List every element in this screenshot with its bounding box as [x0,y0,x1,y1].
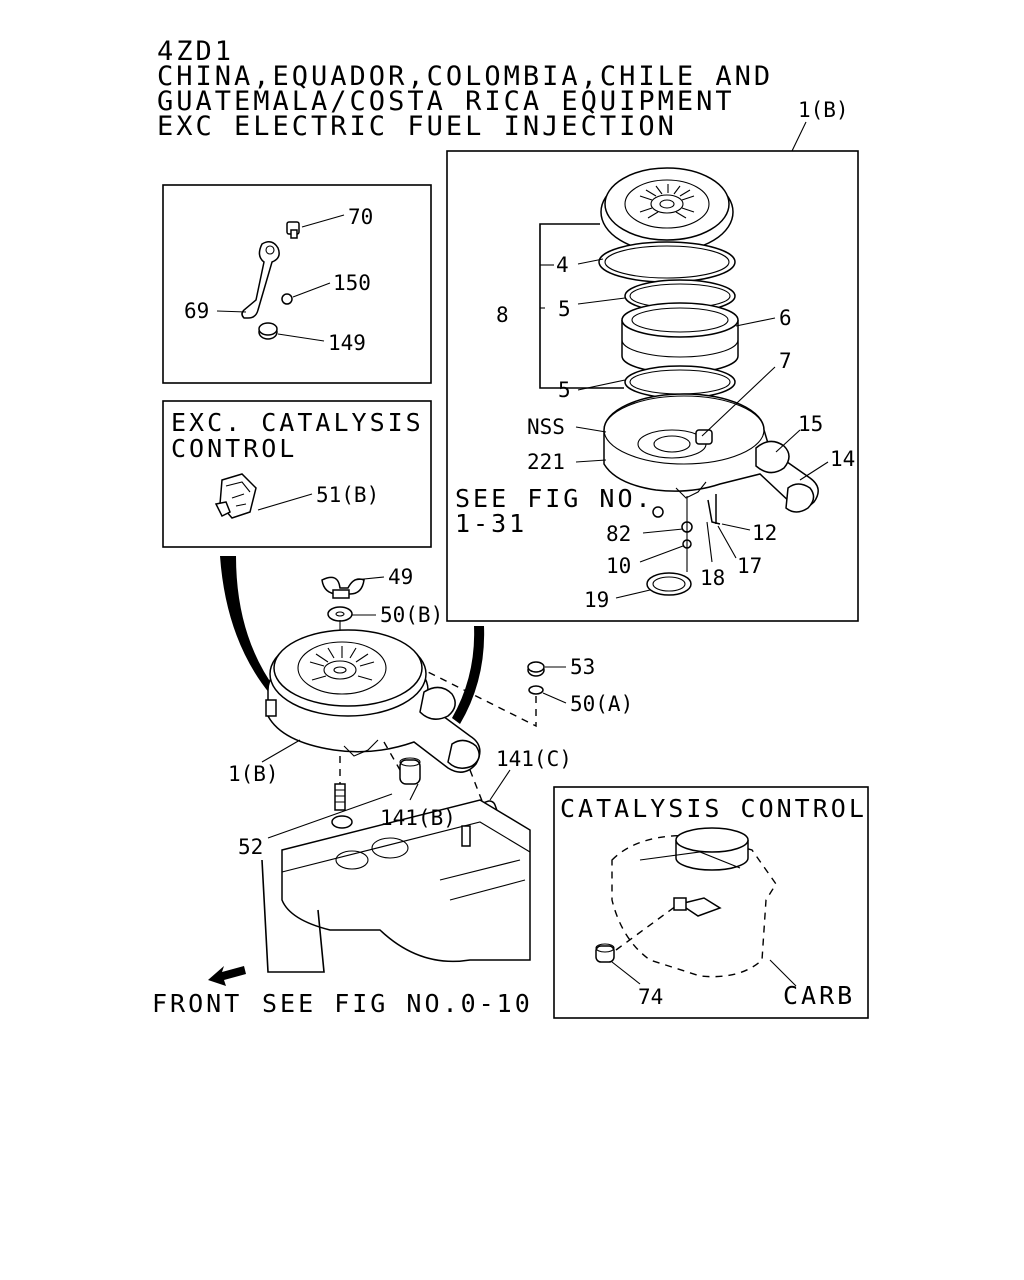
catalysis-control-frame [553,786,869,1019]
catalysis-control-title: CATALYSIS CONTROL [560,794,867,823]
callout-49: 49 [388,565,413,589]
air-cleaner-body [603,393,819,513]
callout-12: 12 [752,521,777,545]
main-assembly-view: 49 50(B) 53 50(A) 1(B) 141(C) 141(B) 52 … [152,556,633,1018]
front-arrow-icon [208,966,246,986]
see-fig-1-31-line2: 1-31 [455,509,527,538]
plug-74 [595,943,615,963]
nut-149 [258,322,278,340]
header-model: 4ZD1 [157,36,234,67]
callout-82: 82 [606,522,631,546]
dashed-locator-53 [427,671,537,728]
callout-10: 10 [606,554,631,578]
bracket-detail-box: 70 150 69 149 [162,184,432,384]
callout-17: 17 [737,554,762,578]
bracket-69 [241,241,280,319]
callout-53: 53 [570,655,595,679]
header-exclusion: EXC ELECTRIC FUEL INJECTION [157,111,677,142]
pointer-from-exc-box [220,556,276,694]
callout-70: 70 [348,205,373,229]
washer-50b [327,606,353,622]
see-fig-0-10-label: SEE FIG NO.0-10 [262,989,533,1018]
gasket-4 [598,241,736,283]
pointer-from-exploded-box [452,626,485,724]
callout-14: 14 [830,447,855,471]
callout-50b: 50(B) [380,603,443,627]
clip-17 [707,499,721,525]
callout-6: 6 [779,306,792,330]
engine-valve-cover [281,799,531,963]
callout-221: 221 [527,450,565,474]
air-cleaner-frame [446,150,859,622]
see-fig-1-31-line1: SEE FIG NO. [455,484,654,513]
wing-nut-49 [321,576,365,599]
callout-15: 15 [798,412,823,436]
callout-5-lower: 5 [558,378,571,402]
callout-149: 149 [328,331,366,355]
callout-carb: CARB [783,981,855,1010]
air-cleaner-exploded-box: 1(B) [446,98,859,622]
callout-69: 69 [184,299,209,323]
air-cleaner-cover [600,167,734,253]
air-cleaner-assembly [265,629,481,773]
callout-5-upper: 5 [558,297,571,321]
front-label: FRONT [152,989,242,1018]
washer-50a [528,685,544,695]
callout-18: 18 [700,566,725,590]
hose-141b [399,757,421,785]
callout-nss: NSS [527,415,565,439]
callout-141b: 141(B) [380,806,456,830]
header-countries-1: CHINA,EQUADOR,COLOMBIA,CHILE AND [157,61,773,92]
callout-4: 4 [556,253,569,277]
callout-8: 8 [496,303,509,327]
catalysis-control-box: CATALYSIS CONTROL 74 CARB [553,786,869,1019]
seal-ring-5-lower [624,365,736,399]
exc-catalysis-box: EXC. CATALYSIS CONTROL 51(B) [162,400,432,548]
stud-52 [334,783,346,811]
clip-51b [214,473,257,519]
callout-19: 19 [584,588,609,612]
callout-7: 7 [779,349,792,373]
bolt-70 [286,221,300,239]
exc-catalysis-title-1: EXC. CATALYSIS [171,408,424,437]
callout-74: 74 [638,985,663,1009]
exc-catalysis-title-2: CONTROL [171,434,297,463]
callout-1b: 1(B) [228,762,279,786]
carburetor [611,827,777,978]
bracket-detail-frame [162,184,432,384]
exc-catalysis-frame [162,400,432,548]
callout-50a: 50(A) [570,692,633,716]
callout-141c: 141(C) [496,747,572,771]
bolt-nss [652,506,664,518]
see-fig-0-10-pointer [261,859,325,973]
header-block: 4ZD1 CHINA,EQUADOR,COLOMBIA,CHILE AND GU… [157,36,773,142]
ring-19 [646,572,692,596]
callout-52: 52 [238,835,263,859]
callout-51b: 51(B) [316,483,379,507]
header-countries-2: GUATEMALA/COSTA RICA EQUIPMENT [157,86,735,117]
washer-150 [281,293,293,305]
nut-53 [527,661,545,677]
callout-150: 150 [333,271,371,295]
ref-1b-label: 1(B) [798,98,849,122]
filter-element-6 [621,302,739,374]
